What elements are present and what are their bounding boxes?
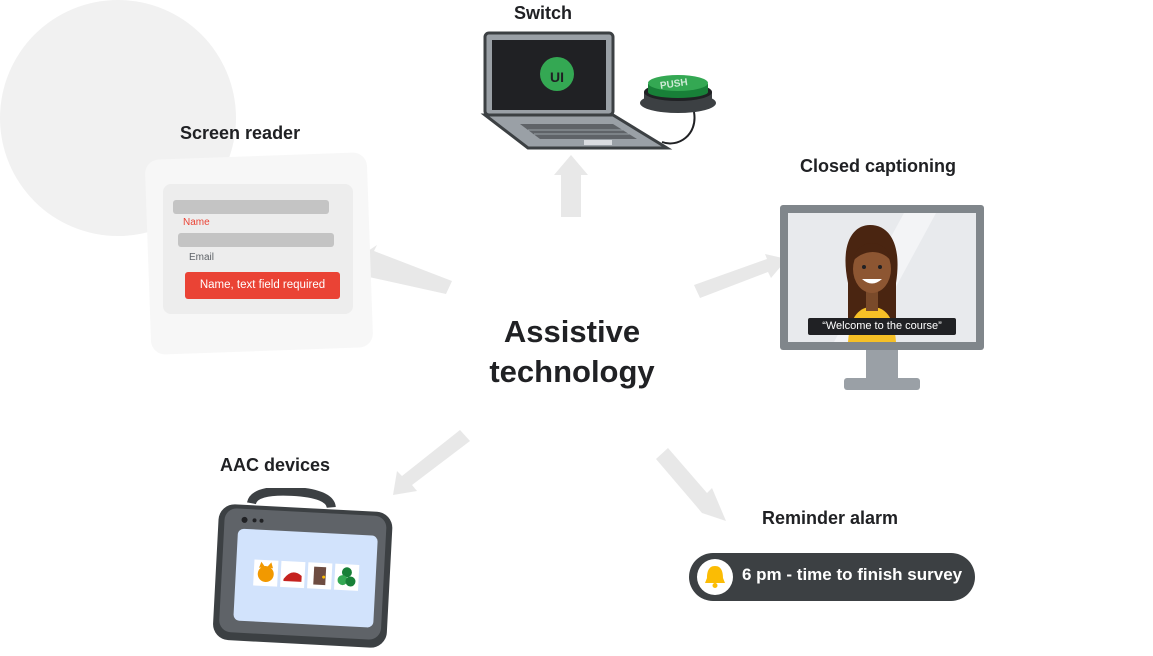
arrow-aac-devices [393, 430, 470, 495]
screen-reader-announcement: Name, text field required [185, 272, 340, 299]
dog-symbol-icon [257, 561, 274, 583]
reminder-alarm-notification [689, 553, 975, 601]
hub-title: Assistive technology [454, 312, 690, 392]
caption-text: “Welcome to the course” [808, 318, 956, 335]
name-field-bar [173, 200, 329, 214]
arrow-closed-captioning [694, 254, 787, 298]
arrow-screen-reader [356, 245, 452, 294]
name-field-label: Name [183, 217, 210, 228]
switch-screen-text: UI [550, 69, 564, 85]
reminder-alarm-message: 6 pm - time to finish survey [742, 565, 963, 584]
door-symbol-icon [313, 566, 327, 586]
email-field-label: Email [189, 252, 215, 263]
monitor-icon [780, 205, 984, 390]
bell-icon [697, 559, 733, 595]
laptop-icon [480, 31, 716, 150]
screen-reader-label: Screen reader [180, 123, 301, 143]
arrow-switch [554, 155, 588, 217]
shoe-symbol-icon [283, 572, 302, 582]
email-field-bar [178, 233, 334, 247]
person-illustration [845, 225, 898, 342]
hub-title-line1: Assistive [503, 314, 641, 349]
closed-captioning-label: Closed captioning [800, 156, 957, 176]
tree-symbol-icon [337, 567, 356, 587]
push-button-icon [640, 75, 716, 113]
arrow-reminder-alarm [656, 448, 726, 521]
tablet-device-icon [213, 488, 393, 648]
hub-title-line2: technology [489, 354, 655, 389]
aac-devices-label: AAC devices [220, 455, 331, 475]
reminder-alarm-label: Reminder alarm [762, 508, 899, 528]
switch-label: Switch [514, 3, 573, 23]
